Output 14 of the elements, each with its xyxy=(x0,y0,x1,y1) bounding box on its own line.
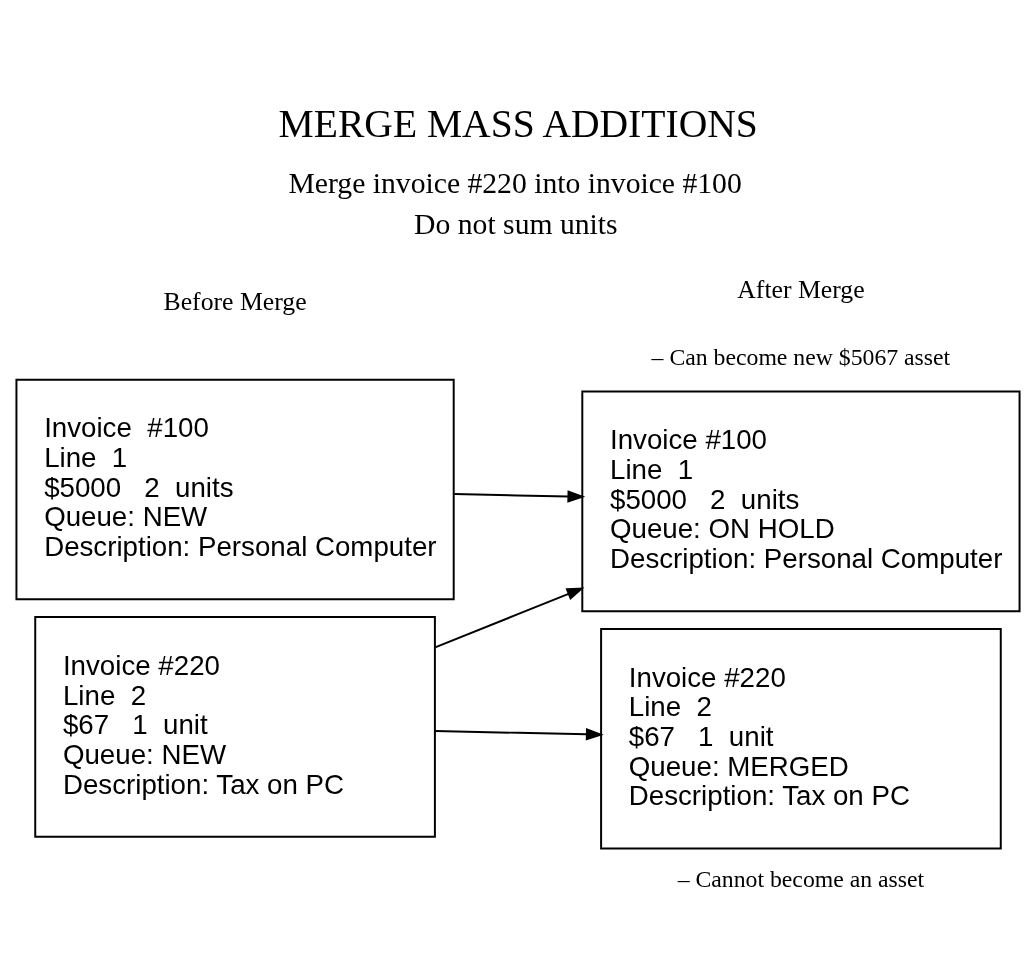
label: Merge invoice #220 into invoice #100 xyxy=(288,166,742,199)
node-box: Invoice #220 Line 2 $67 1 unit Queue: MERGED Description: Tax on PC xyxy=(600,628,1002,850)
arrow xyxy=(453,490,586,503)
label: After Merge xyxy=(737,275,865,305)
label: Before Merge xyxy=(163,287,307,317)
node-box: Invoice #220 Line 2 $67 1 unit Queue: NEW Description: Tax on PC xyxy=(34,616,436,838)
arrow xyxy=(434,587,585,649)
node-box: Invoice #100 Line 1 $5000 2 units Queue: NEW Description: Personal Computer xyxy=(15,378,455,601)
diagram-title: MERGE MASS ADDITIONS xyxy=(278,102,758,147)
node-label: – Cannot become an asset xyxy=(677,866,925,893)
node-box: Invoice #100 Line 1 $5000 2 units Queue: ON HOLD Description: Personal Computer xyxy=(581,390,1021,613)
label: Do not sum units xyxy=(414,208,618,241)
arrow xyxy=(434,728,604,741)
node-label: – Can become new $5067 asset xyxy=(651,344,951,371)
